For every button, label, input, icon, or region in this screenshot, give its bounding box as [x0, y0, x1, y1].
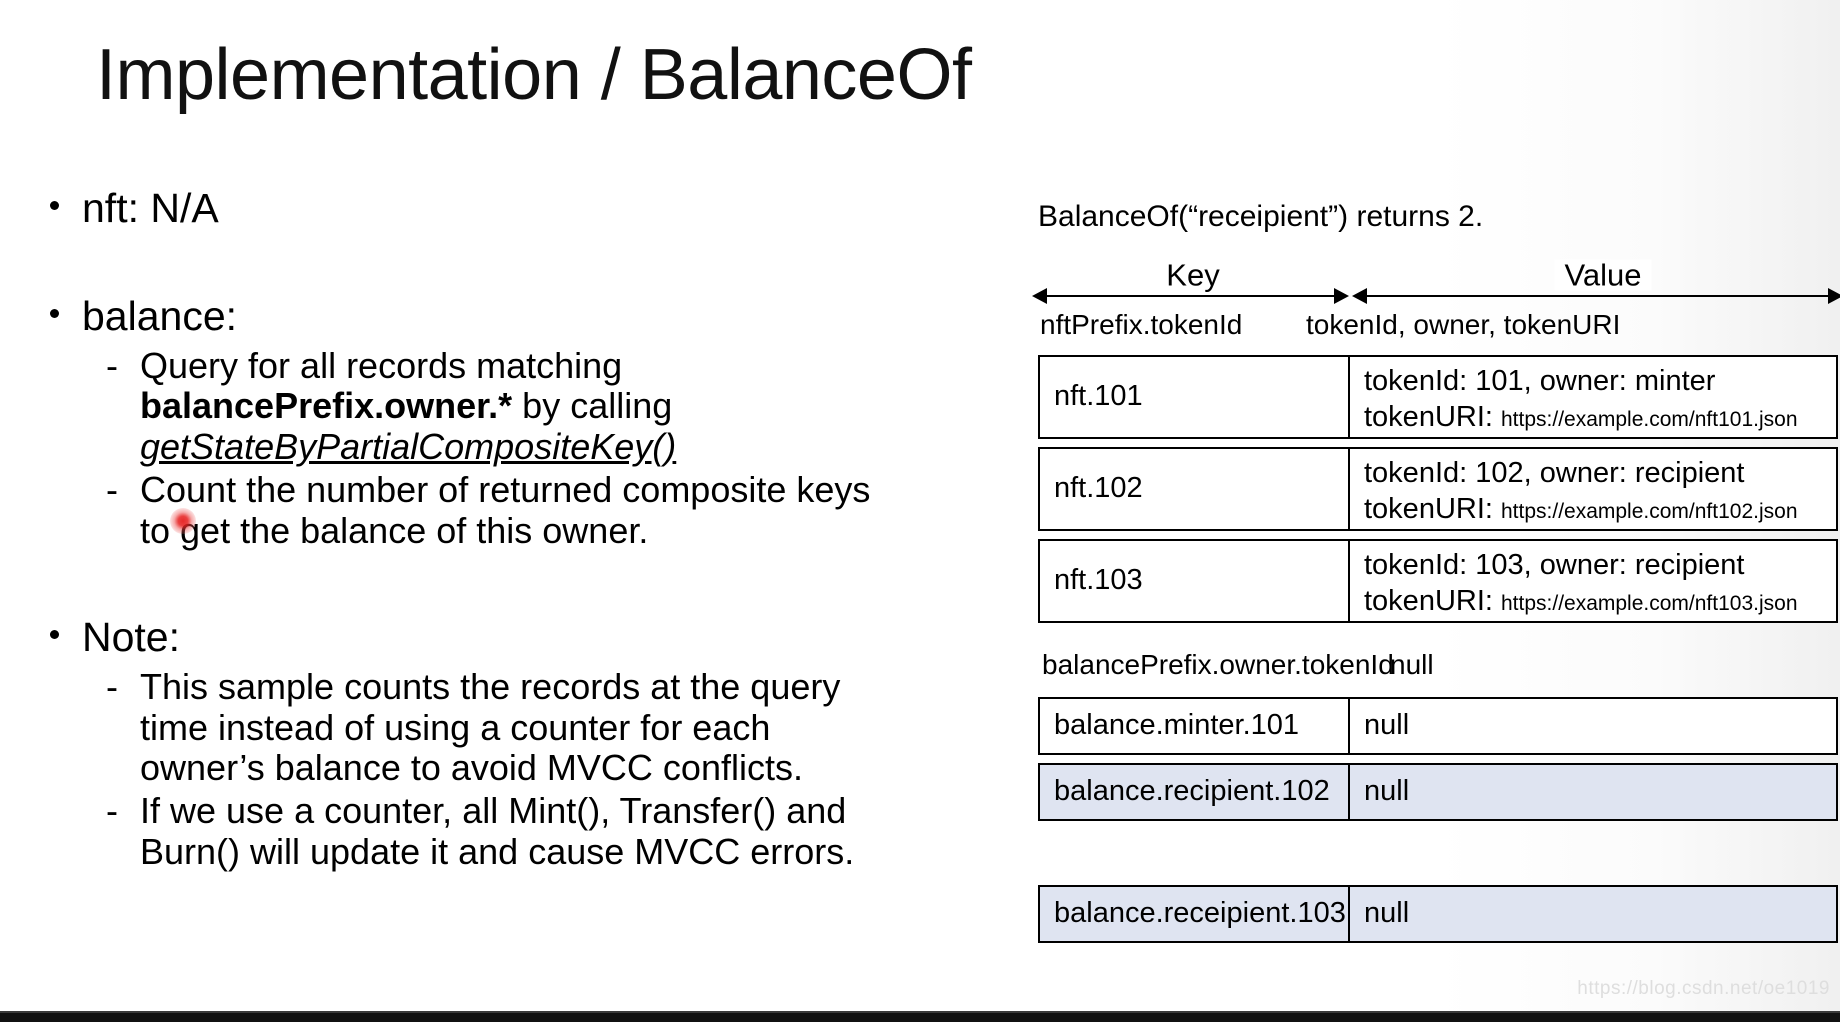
tokenuri-value: https://example.com/nft101.json — [1501, 408, 1798, 432]
tokenuri-label: tokenURI: — [1364, 585, 1501, 618]
key-axis-line — [1046, 294, 1341, 297]
balance-row-key: balance.recipient.102 — [1040, 764, 1350, 819]
balance-sub-item-2: - Count the number of returned composite… — [36, 468, 896, 551]
nft-row-key: nft.102 — [1040, 448, 1350, 529]
bullet-note-label: Note: — [82, 614, 180, 661]
value-axis-line — [1366, 294, 1836, 297]
page-title: Implementation / BalanceOf — [96, 35, 972, 115]
dash-icon: - — [106, 344, 118, 386]
dash-icon: - — [106, 790, 118, 832]
bottom-bar-hairline — [0, 1011, 1840, 1013]
nft-row-value-line2: tokenURI: https://example.com/nft102.jso… — [1364, 491, 1826, 528]
note-sub-2-text: If we use a counter, all Mint(), Transfe… — [140, 790, 855, 872]
balance-sub-2-text: Count the number of returned composite k… — [140, 468, 871, 551]
nft-row-value-line2: tokenURI: https://example.com/nft103.jso… — [1364, 583, 1826, 620]
table-row[interactable]: balance.receipient.103 null — [1038, 884, 1838, 943]
spacer — [36, 553, 896, 615]
nft-row-key: nft.101 — [1040, 356, 1350, 437]
table-row[interactable]: nft.101 tokenId: 101, owner: minter toke… — [1038, 354, 1838, 439]
bullet-nft: nft: N/A — [36, 185, 896, 232]
key-axis-label: Key — [1156, 259, 1230, 290]
value-axis-label: Value — [1554, 259, 1652, 290]
value-arrow-left-icon — [1352, 287, 1367, 304]
tokenuri-label: tokenURI: — [1364, 401, 1501, 434]
tokenuri-label: tokenURI: — [1364, 493, 1501, 526]
balance-row-value: null — [1364, 709, 1410, 742]
balance-row-value: null — [1364, 775, 1410, 808]
tokenuri-value: https://example.com/nft103.json — [1501, 592, 1798, 616]
bullet-balance: balance: — [36, 292, 896, 340]
bullet-balance-label: balance: — [82, 292, 238, 339]
table-row[interactable]: nft.103 tokenId: 103, owner: recipient t… — [1038, 538, 1838, 623]
balance-sub-1-mid: by calling — [512, 385, 673, 427]
spacer — [36, 238, 896, 294]
nft-key-caption: nftPrefix.tokenId — [1040, 308, 1243, 340]
value-arrow-right-icon — [1828, 287, 1840, 304]
table-row[interactable]: nft.102 tokenId: 102, owner: recipient t… — [1038, 446, 1838, 531]
key-arrow-left-icon — [1032, 287, 1047, 304]
bullet-nft-label: nft: N/A — [82, 185, 219, 231]
tokenuri-value: https://example.com/nft102.json — [1501, 500, 1798, 524]
note-sub-item-2: - If we use a counter, all Mint(), Trans… — [36, 790, 896, 872]
balance-row-key: balance.receipient.103 — [1040, 886, 1350, 941]
note-sub-item-1: - This sample counts the records at the … — [36, 666, 896, 789]
balance-key-caption: balancePrefix.owner.tokenId — [1042, 648, 1394, 680]
spacer — [1038, 821, 1838, 885]
bullet-note: Note: — [36, 614, 896, 661]
bottom-bar — [0, 1013, 1840, 1022]
bullet-dot-icon — [50, 308, 59, 318]
bullet-dot-icon — [50, 200, 59, 210]
nft-value-caption: tokenId, owner, tokenURI — [1306, 308, 1621, 340]
right-diagram-column: BalanceOf(“receipient”) returns 2. Key V… — [1032, 200, 1840, 943]
nft-row-value-line2: tokenURI: https://example.com/nft101.jso… — [1364, 399, 1826, 436]
get-state-by-partial-composite-key-link[interactable]: getStateByPartialCompositeKey() — [140, 426, 677, 468]
balanceof-returns-statement: BalanceOf(“receipient”) returns 2. — [1038, 200, 1484, 233]
nft-table-captions: nftPrefix.tokenId tokenId, owner, tokenU… — [1038, 308, 1838, 355]
nft-row-value-line1: tokenId: 102, owner: recipient — [1364, 456, 1745, 489]
balance-value-caption: null — [1390, 648, 1434, 680]
balance-sub-1-pre: Query for all records matching — [140, 344, 623, 386]
table-row[interactable]: balance.minter.101 null — [1038, 696, 1838, 755]
nft-row-value: tokenId: 102, owner: recipient tokenURI:… — [1350, 449, 1836, 529]
bullet-dot-icon — [50, 629, 59, 639]
balance-table-captions: balancePrefix.owner.tokenId null — [1038, 648, 1838, 697]
balance-prefix-token: balancePrefix.owner.* — [140, 385, 513, 427]
nft-row-value-line1: tokenId: 103, owner: recipient — [1364, 548, 1745, 581]
nft-row-value-line1: tokenId: 101, owner: minter — [1364, 364, 1716, 397]
watermark: https://blog.csdn.net/oe1019 — [1577, 978, 1830, 999]
key-value-axis: Key Value — [1032, 259, 1840, 309]
balance-row-key: balance.minter.101 — [1040, 698, 1350, 753]
dash-icon: - — [106, 666, 118, 708]
table-row[interactable]: balance.recipient.102 null — [1038, 762, 1838, 821]
key-arrow-right-icon — [1334, 287, 1349, 304]
nft-row-key: nft.103 — [1040, 540, 1350, 621]
left-content-column: nft: N/A balance: - Query for all record… — [36, 185, 896, 874]
nft-row-value: tokenId: 103, owner: recipient tokenURI:… — [1350, 541, 1836, 621]
dash-icon: - — [106, 468, 118, 510]
nft-row-value: tokenId: 101, owner: minter tokenURI: ht… — [1350, 357, 1836, 437]
balance-row-value: null — [1364, 897, 1410, 930]
balance-sub-item-1: - Query for all records matching balance… — [36, 344, 896, 468]
note-sub-1-text: This sample counts the records at the qu… — [140, 666, 841, 789]
